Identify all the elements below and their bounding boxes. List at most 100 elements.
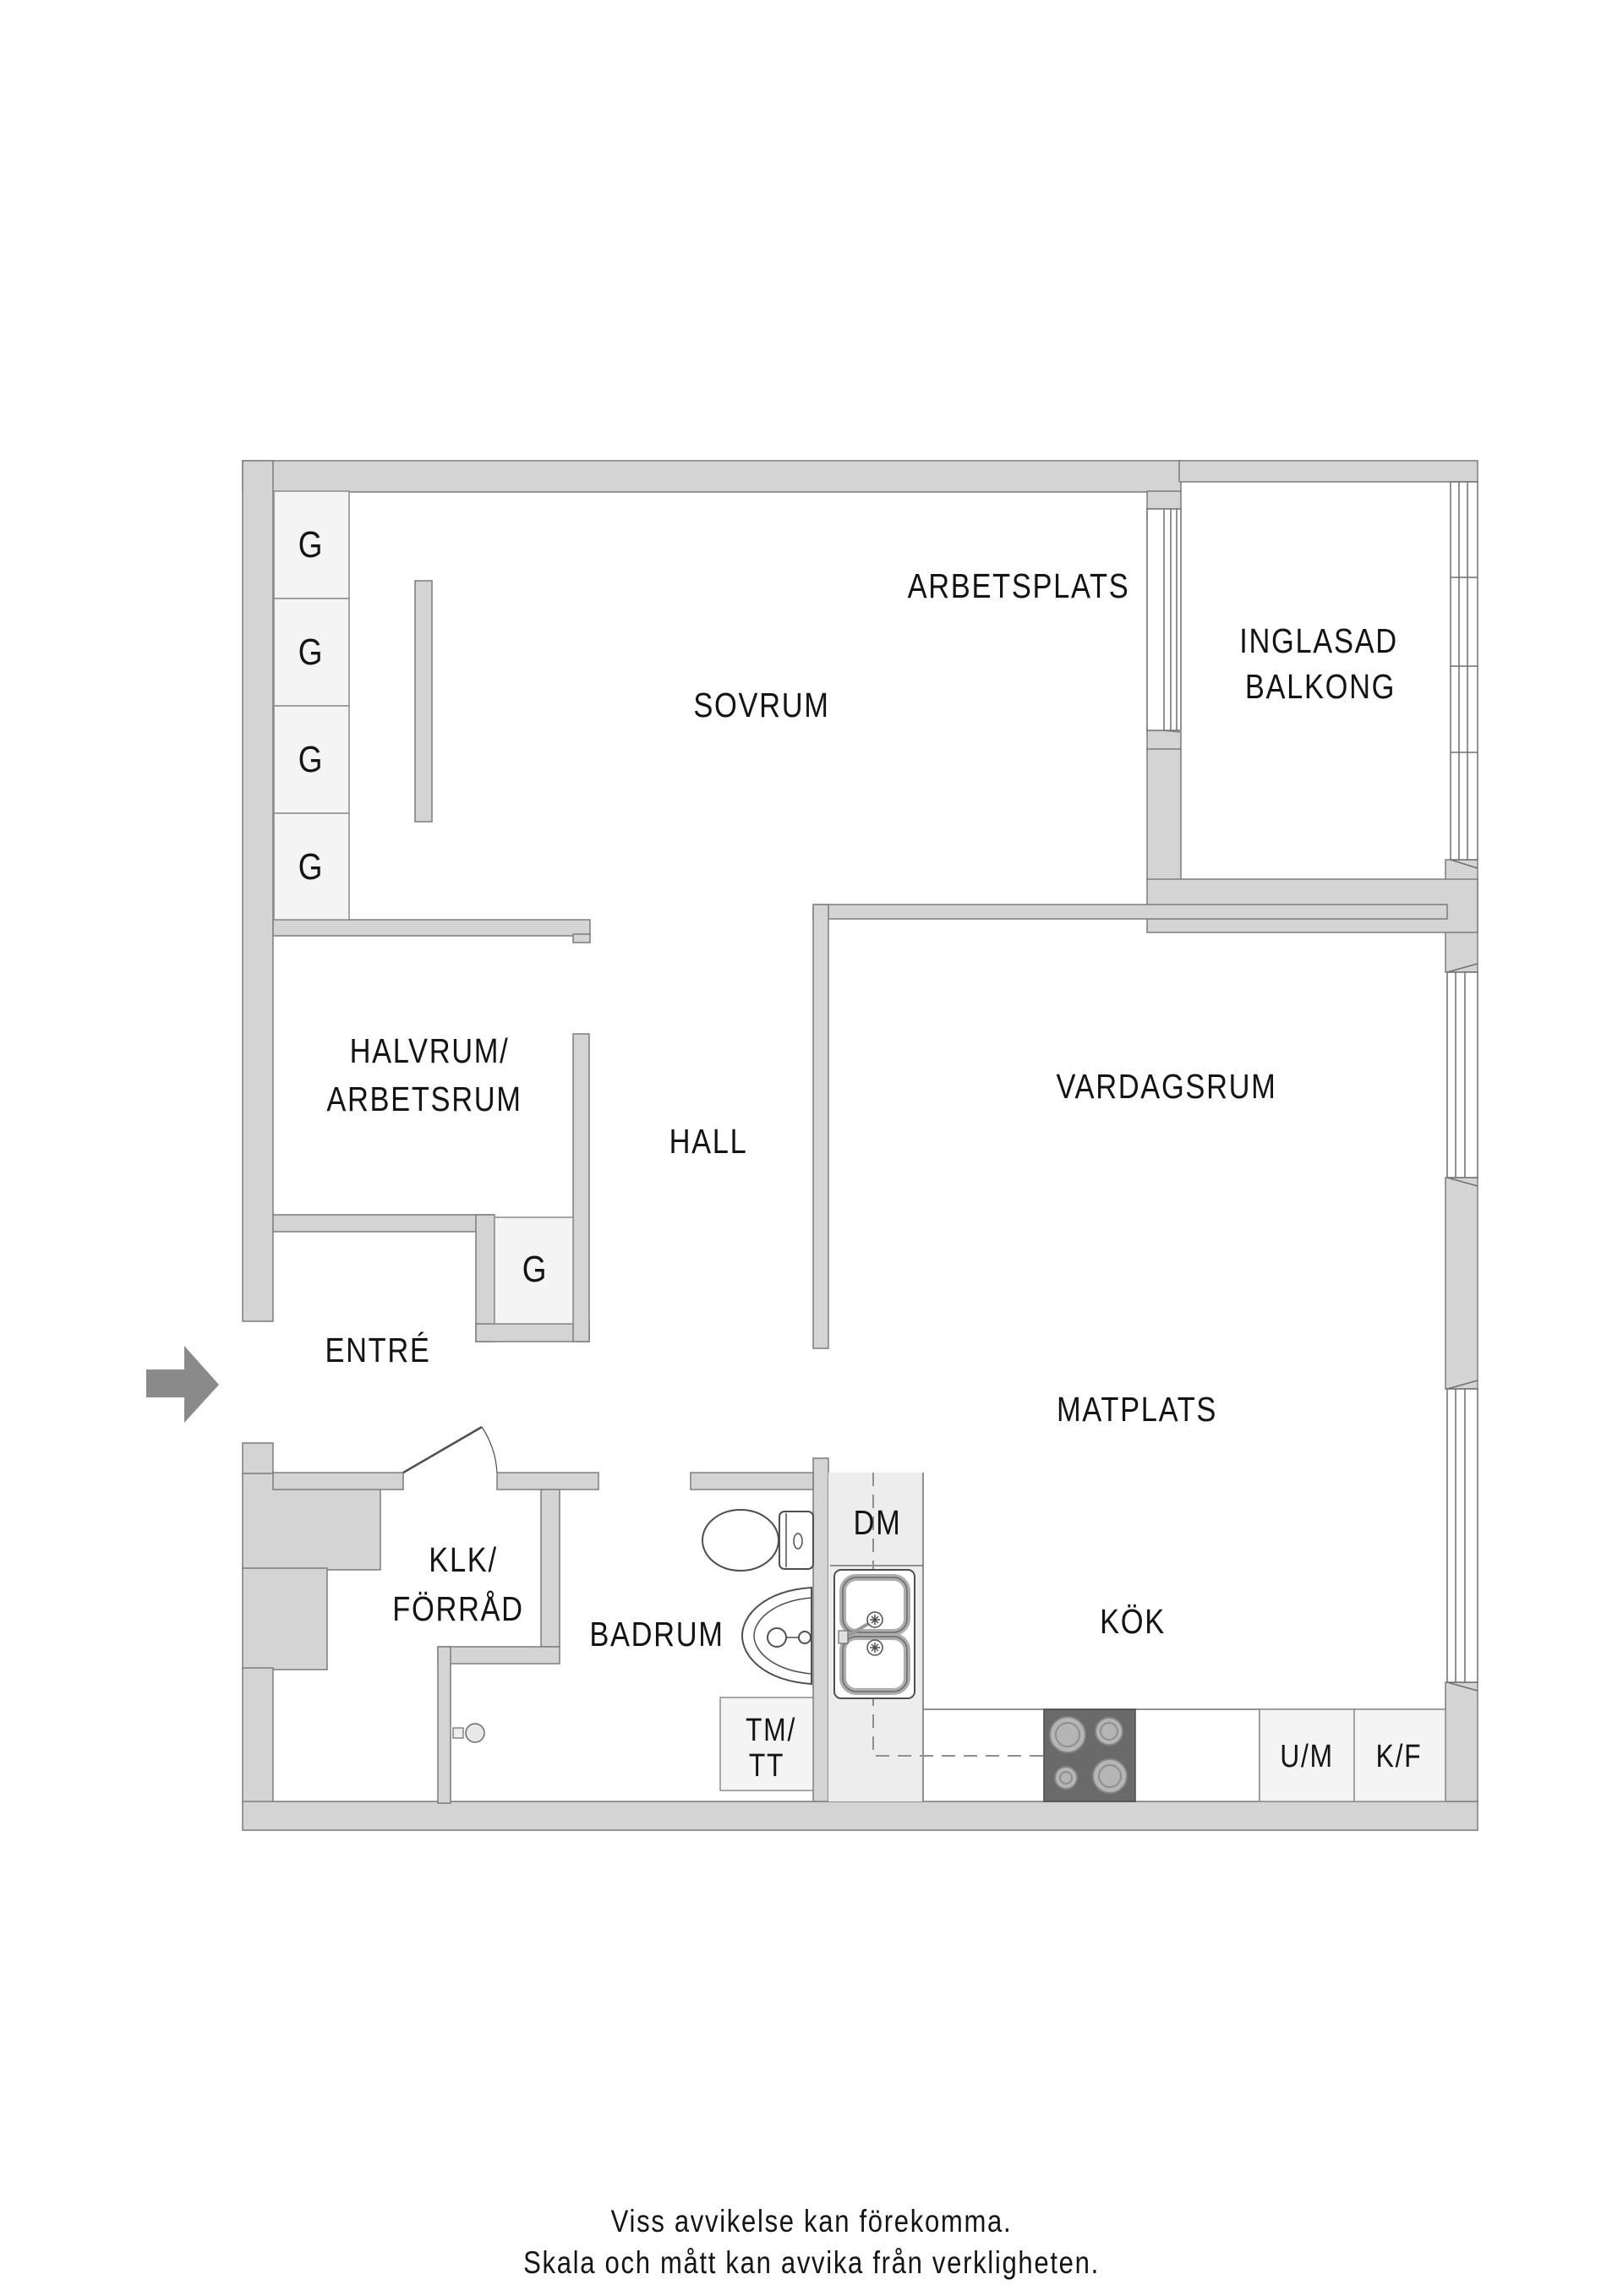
wall-kok-left — [812, 1457, 829, 1802]
wall-badrum-top-b — [496, 1472, 599, 1490]
wardrobe-box — [273, 490, 350, 599]
appliance-label-um: U/M — [1280, 1738, 1334, 1774]
faucet-base — [838, 1630, 849, 1644]
window-bevel — [1446, 1681, 1478, 1692]
windows — [1146, 481, 1478, 1692]
kitchen-sink — [833, 1569, 915, 1699]
room-label-inglasad: INGLASAD — [1239, 622, 1398, 660]
window-vardagsrum-upper — [1446, 971, 1478, 1178]
entrance-arrow-icon — [146, 1346, 219, 1423]
door-handle-knob — [465, 1723, 485, 1743]
wall-top-balcony — [1178, 460, 1478, 483]
wall-gcloset-left — [475, 1214, 495, 1342]
wall-halvrum-bottom — [272, 1214, 494, 1233]
wall-badrum-top-c — [690, 1472, 814, 1490]
burner-ring — [1059, 1771, 1073, 1785]
room-label-balkong: BALKONG — [1245, 668, 1396, 706]
burner-icon — [1095, 1717, 1123, 1746]
footer-disclaimer-line1: Viss avvikelse kan förekomma. — [611, 2205, 1013, 2239]
wardrobe-box-hall — [494, 1216, 574, 1325]
wardrobe-box — [273, 705, 350, 814]
door-arc-klk — [481, 1426, 498, 1473]
wall-left-upper — [242, 460, 274, 1322]
basin-faucet-handle — [767, 1627, 787, 1648]
wall-klk-bottom-h — [437, 1646, 560, 1665]
toilet-button — [793, 1533, 803, 1550]
wardrobe-label-hall: G — [522, 1248, 548, 1290]
doors — [402, 1425, 498, 1743]
room-label-vardagsrum: VARDAGSRUM — [1056, 1068, 1276, 1106]
sink-basin-top-line — [842, 1577, 908, 1633]
burner-ring — [1100, 1722, 1118, 1741]
window-balcony-right — [1450, 481, 1478, 861]
burner-icon — [1054, 1766, 1078, 1790]
room-label-arbetsplats: ARBETSPLATS — [908, 567, 1130, 605]
wall-klk-right-v — [437, 1646, 451, 1804]
room-label-matplats: MATPLATS — [1057, 1391, 1217, 1429]
wall-right-seg2 — [1445, 1177, 1478, 1390]
room-label-klk: KLK/ — [429, 1541, 497, 1579]
wardrobe-box — [273, 598, 350, 707]
counter-dashed-line — [872, 1473, 1044, 1757]
basin-faucet-knob — [798, 1631, 812, 1644]
wall-gcloset-bottom — [475, 1323, 590, 1342]
wall-vardagsrum-top — [812, 904, 1448, 920]
appliance-label-dm: DM — [854, 1504, 902, 1542]
appliance-label-tt: TT — [749, 1747, 784, 1783]
wardrobe-box — [273, 812, 350, 921]
wall-balcony-left — [1146, 748, 1182, 882]
wall-sovrum-bottom — [272, 919, 591, 937]
wall-vardagsrum-left — [812, 904, 829, 1349]
window-vardagsrum-lower — [1446, 1388, 1478, 1683]
wall-right-seg3 — [1445, 1681, 1478, 1802]
room-label-arbetsrum: ARBETSRUM — [326, 1080, 522, 1118]
appliance-label-tm: TM/ — [746, 1712, 796, 1747]
room-label-badrum: BADRUM — [589, 1615, 724, 1654]
washer-dryer-box — [719, 1697, 814, 1791]
wall-left-lower — [242, 1667, 274, 1804]
wardrobe-label: G — [298, 631, 324, 673]
bathroom-fixtures — [702, 1509, 814, 1686]
walls — [242, 460, 1478, 1831]
burner-ring — [1055, 1722, 1080, 1747]
wall-badrum-top-a — [272, 1472, 404, 1490]
wall-left-below-door — [242, 1442, 274, 1476]
window-bevel — [1446, 1177, 1478, 1187]
toilet-tank — [779, 1511, 814, 1570]
wardrobe-label: G — [298, 523, 324, 566]
room-label-forrad: FÖRRÅD — [392, 1588, 523, 1629]
wardrobe-label: G — [298, 845, 324, 888]
door-handle-plate — [452, 1727, 464, 1739]
window-bevel — [1446, 963, 1478, 973]
burner-icon — [1092, 1758, 1128, 1794]
door-leaf-klk — [402, 1425, 483, 1474]
wall-balcony-stub-bottom — [1146, 728, 1182, 752]
faucet-asterisk — [870, 1643, 880, 1653]
sink-basin-bottom-line — [842, 1636, 908, 1692]
room-label-kok: KÖK — [1100, 1603, 1166, 1641]
room-label-hall: HALL — [669, 1123, 748, 1161]
washbasin-rim — [753, 1597, 812, 1675]
wall-headboard — [414, 580, 433, 823]
burner-ring — [1098, 1764, 1122, 1788]
window-bevel — [1450, 859, 1478, 869]
labels: G G G G ARBETSPLATS SOVRUM INGLASAD BALK… — [298, 523, 1423, 1784]
wall-hall-left — [572, 1033, 590, 1342]
wardrobe-label: G — [298, 738, 324, 780]
window-bevel — [1446, 1380, 1478, 1390]
wall-top — [242, 460, 1182, 493]
toilet-bowl — [702, 1509, 779, 1572]
footer-disclaimer-line2: Skala och mått kan avvika från verklighe… — [523, 2246, 1100, 2281]
wall-entry-block-b — [242, 1567, 328, 1670]
room-label-entre: ENTRÉ — [325, 1331, 430, 1370]
stove — [1043, 1708, 1136, 1802]
wall-bottom — [242, 1801, 1478, 1831]
footer: Viss avvikelse kan förekomma. Skala och … — [523, 2205, 1100, 2281]
fridge-freezer-box — [1353, 1708, 1446, 1802]
oven-microwave-box — [1259, 1708, 1355, 1802]
room-label-sovrum: SOVRUM — [693, 686, 829, 724]
appliance-label-kf: K/F — [1376, 1738, 1423, 1774]
wall-klk-divider — [540, 1489, 560, 1648]
